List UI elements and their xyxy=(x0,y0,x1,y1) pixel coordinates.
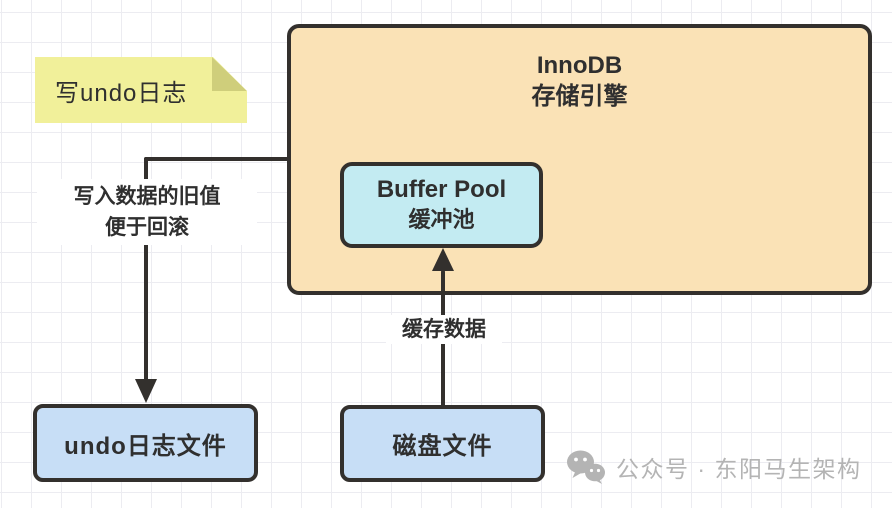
watermark-text: 公众号 · 东阳马生架构 xyxy=(616,456,862,482)
innodb-engine-box: InnoDB 存储引擎 xyxy=(287,24,872,295)
undo-arrowhead-down-icon xyxy=(135,379,157,403)
watermark: 公众号 · 东阳马生架构 xyxy=(566,449,861,485)
disk-file-label: 磁盘文件 xyxy=(392,433,493,460)
buffer-pool-label-zh: 缓冲池 xyxy=(408,207,475,232)
sticky-note-label: 写undo日志 xyxy=(55,79,188,107)
undo-log-file-label: undo日志文件 xyxy=(64,432,227,460)
wechat-icon xyxy=(567,450,605,484)
undo-edge-label: 写入数据的旧值 便于回滚 xyxy=(37,179,257,245)
innodb-title-line2: 存储引擎 xyxy=(531,83,628,110)
innodb-title-line1: InnoDB xyxy=(536,52,623,79)
undo-edge-label-line1: 写入数据的旧值 xyxy=(73,185,221,208)
undo-edge-label-line2: 便于回滚 xyxy=(105,216,189,239)
sticky-note: 写undo日志 xyxy=(35,57,247,123)
disk-file-box: 磁盘文件 xyxy=(340,405,545,482)
undo-connector-horizontal xyxy=(144,157,291,161)
undo-log-file-box: undo日志文件 xyxy=(33,404,258,482)
cache-arrowhead-up-icon xyxy=(432,248,454,271)
buffer-pool-label-en: Buffer Pool xyxy=(376,176,507,203)
sticky-note-fold-corner xyxy=(212,57,247,91)
undo-connector-vertical xyxy=(144,157,148,381)
cache-edge-label: 缓存数据 xyxy=(386,315,502,344)
buffer-pool-box: Buffer Pool 缓冲池 xyxy=(340,162,543,248)
